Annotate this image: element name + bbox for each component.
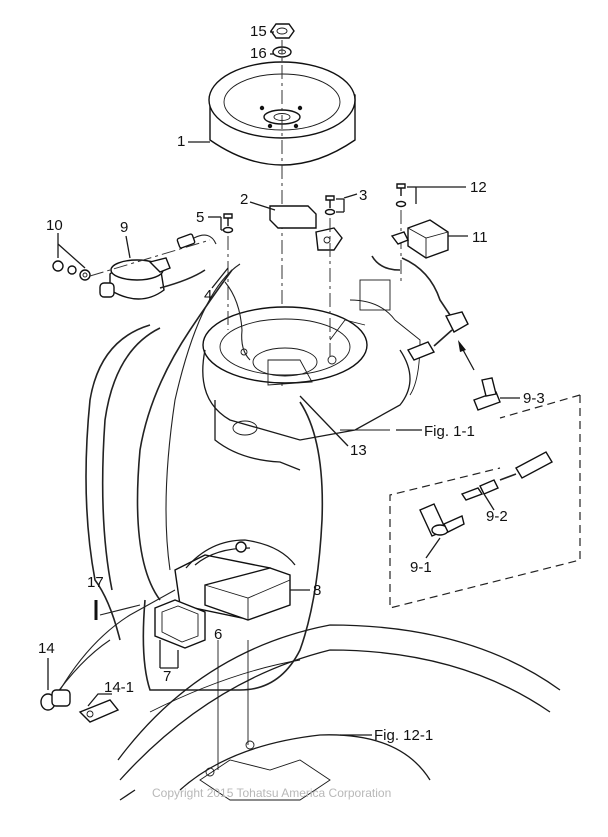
lower-cowl <box>117 624 561 801</box>
label-9: 9 <box>120 219 128 236</box>
cdi-unit-11 <box>390 219 468 259</box>
coil-connector <box>176 233 217 249</box>
plug-cap-9-3 <box>458 340 520 411</box>
rectifier-unit <box>174 539 310 621</box>
coil-screws-3 <box>324 193 358 216</box>
label-4: 4 <box>204 287 212 304</box>
label-3: 3 <box>359 187 367 204</box>
label-10: 10 <box>46 217 63 234</box>
wire-harness <box>51 263 324 701</box>
stator-base <box>202 279 421 471</box>
switch-clip-14-1 <box>78 693 120 723</box>
detail-box <box>389 394 581 609</box>
figure-references: Fig. 1-1 Fig. 12-1 <box>374 423 475 744</box>
label-12: 12 <box>470 179 487 196</box>
screw-12 <box>395 183 466 208</box>
fig-12-1-ref: Fig. 12-1 <box>374 727 433 744</box>
label-14-1: 14-1 <box>104 679 134 696</box>
coil-screws-10 <box>52 233 91 281</box>
bracket-7 <box>154 599 206 649</box>
label-2: 2 <box>240 191 248 208</box>
copyright-watermark: Copyright 2015 Tohatsu America Corporati… <box>152 786 391 800</box>
label-1: 1 <box>177 133 185 150</box>
cord-end <box>499 451 553 481</box>
fig-1-1-ref: Fig. 1-1 <box>424 423 475 440</box>
label-7: 7 <box>163 668 171 685</box>
label-8: 8 <box>313 582 321 599</box>
label-17: 17 <box>87 574 104 591</box>
switch-14 <box>40 658 71 711</box>
label-5: 5 <box>196 209 204 226</box>
label-14: 14 <box>38 640 55 657</box>
label-16: 16 <box>250 45 267 62</box>
label-15: 15 <box>250 23 267 40</box>
part-labels: 15 16 1 2 3 12 5 10 9 11 4 9-3 13 9-2 9-… <box>38 23 545 696</box>
label-11: 11 <box>472 229 488 246</box>
terminal-9-2 <box>460 479 499 511</box>
high-tension-cord <box>371 255 469 361</box>
label-6: 6 <box>214 626 222 643</box>
label-13: 13 <box>350 442 367 459</box>
coil-screws-5 <box>208 213 234 234</box>
exciter-coil <box>269 205 343 251</box>
label-9-2: 9-2 <box>486 508 508 525</box>
plug-cap-9-1 <box>419 503 465 559</box>
flywheel-nut <box>270 23 295 39</box>
label-9-1: 9-1 <box>410 559 432 576</box>
ignition-coil <box>99 257 206 300</box>
label-9-3: 9-3 <box>523 390 545 407</box>
